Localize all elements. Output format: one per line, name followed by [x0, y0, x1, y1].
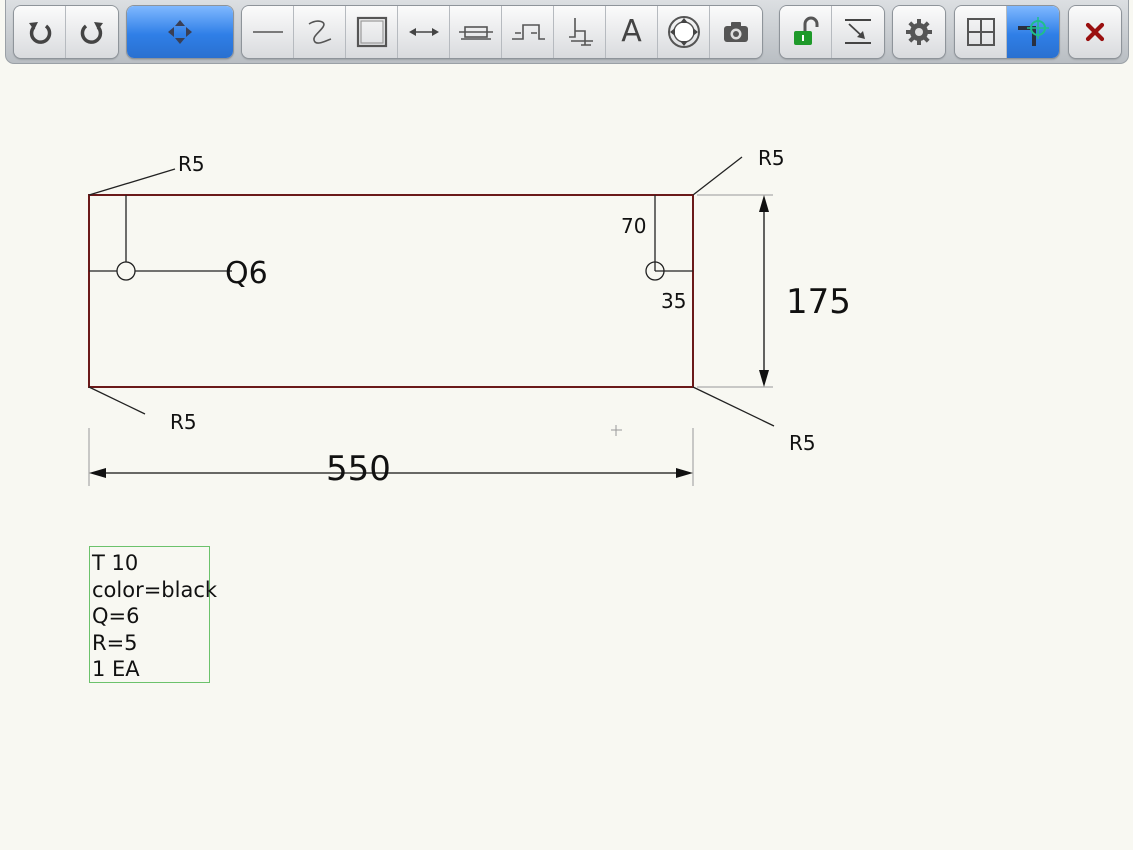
close-button[interactable] [1069, 6, 1121, 58]
navigation-group [127, 6, 233, 58]
hole-offset-y-label: 70 [621, 214, 647, 238]
history-group [14, 6, 118, 58]
gear-icon [906, 19, 932, 45]
snap-icon [845, 19, 871, 44]
origin-icon [1018, 17, 1049, 46]
radius-label-bottom-left: R5 [170, 410, 197, 434]
slot-icon [458, 26, 493, 40]
radius-label-top-left: R5 [178, 152, 205, 176]
move-button[interactable] [127, 6, 233, 58]
line-tool-button[interactable] [242, 6, 294, 58]
part-info-box[interactable]: T 10 color=black Q=6 R=5 1 EA [89, 546, 218, 683]
target-tool-button[interactable] [658, 6, 710, 58]
close-group [1069, 6, 1121, 58]
lock-group [780, 6, 884, 58]
info-line-hole: Q=6 [92, 604, 140, 628]
view-group [955, 6, 1059, 58]
unlock-button[interactable] [780, 6, 832, 58]
move-icon [168, 20, 192, 44]
close-icon [1085, 22, 1105, 42]
step-icon [511, 24, 545, 40]
info-line-radius: R=5 [92, 630, 138, 655]
radius-label-bottom-right: R5 [789, 431, 816, 455]
radius-label-top-right: R5 [758, 146, 785, 170]
hole-offset-x-label: 35 [661, 289, 687, 313]
info-line-quantity: 1 EA [92, 657, 140, 681]
info-line-color: color=black [92, 577, 218, 602]
hole-diameter-label: Q6 [225, 256, 268, 291]
target-icon [667, 16, 700, 48]
radius-leader-bottom-left [88, 386, 146, 415]
dimension-icon [408, 28, 439, 36]
radius-leader-top-left [88, 168, 176, 196]
redo-icon [80, 22, 103, 44]
height-dimension-label: 175 [786, 282, 851, 322]
freehand-tool-button[interactable] [294, 6, 346, 58]
undo-icon [28, 22, 51, 44]
info-line-thickness: T 10 [92, 551, 139, 575]
camera-button[interactable] [710, 6, 762, 58]
text-tool-button[interactable]: A [606, 6, 658, 58]
grid-icon [966, 18, 995, 46]
freehand-icon [308, 20, 331, 44]
main-toolbar: A [5, 0, 1129, 64]
step-tool-button[interactable] [502, 6, 554, 58]
width-arrow-right [676, 468, 693, 478]
text-icon: A [621, 14, 642, 49]
hole-right[interactable] [645, 261, 665, 281]
settings-group [893, 6, 945, 58]
slot-tool-button[interactable] [450, 6, 502, 58]
width-arrow-left [89, 468, 106, 478]
hole-left[interactable] [116, 261, 136, 281]
origin-button[interactable] [1007, 6, 1059, 58]
redo-button[interactable] [66, 6, 118, 58]
unlock-icon [793, 16, 818, 45]
rectangle-icon [356, 16, 387, 48]
radius-leader-top-right [692, 156, 743, 196]
notch-tool-button[interactable] [554, 6, 606, 58]
drawing-tools-group: A [242, 6, 762, 58]
line-icon [252, 31, 283, 33]
grid-button[interactable] [955, 6, 1007, 58]
width-dimension-label: 550 [326, 449, 391, 489]
part-outline[interactable] [88, 194, 694, 388]
rectangle-tool-button[interactable] [346, 6, 398, 58]
height-arrow-bottom [759, 370, 769, 387]
dimension-tool-button[interactable] [398, 6, 450, 58]
camera-icon [724, 22, 748, 42]
undo-button[interactable] [14, 6, 66, 58]
radius-leader-bottom-right [692, 386, 775, 427]
height-arrow-top [759, 195, 769, 212]
settings-button[interactable] [893, 6, 945, 58]
snap-button[interactable] [832, 6, 884, 58]
notch-icon [568, 18, 593, 46]
